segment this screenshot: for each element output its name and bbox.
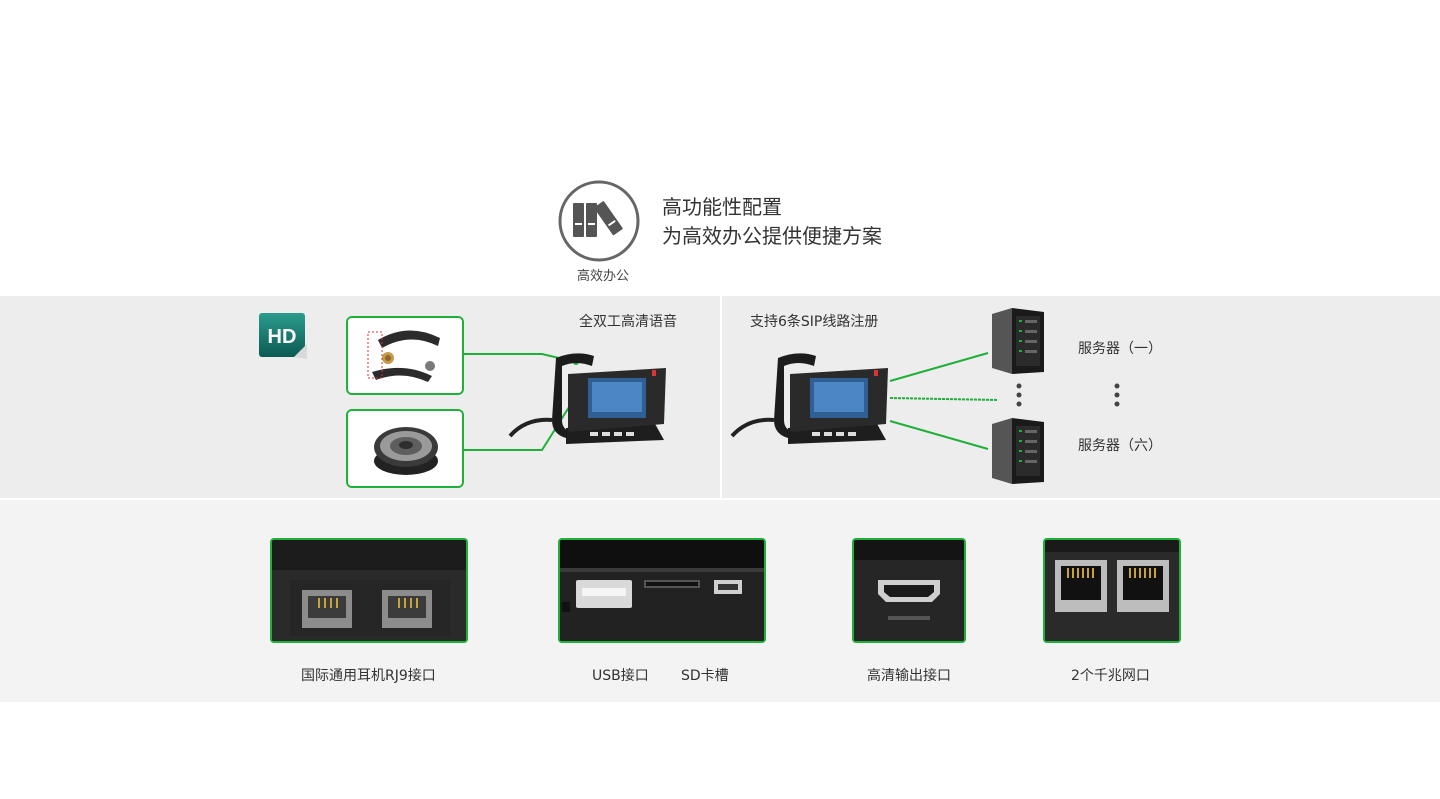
server-rack-icon xyxy=(988,418,1046,486)
handset-detail-frame xyxy=(346,316,464,395)
sip-connector-lines xyxy=(889,352,999,450)
rj9-port-photo xyxy=(270,538,468,643)
ellipsis-icon xyxy=(1114,383,1120,407)
handset-exploded-icon xyxy=(348,318,462,393)
hd-badge: HD xyxy=(258,312,308,360)
feature-icon-label: 高效办公 xyxy=(576,269,629,284)
server-rack-icon xyxy=(988,308,1046,376)
speaker-icon xyxy=(348,411,462,486)
lan-port-caption: 2个千兆网口 xyxy=(1071,668,1150,684)
sip-title: 支持6条SIP线路注册 xyxy=(750,314,879,330)
usb-sd-port-photo xyxy=(558,538,766,643)
rj9-port-caption: 国际通用耳机RJ9接口 xyxy=(301,668,436,684)
ip-phone-image xyxy=(506,348,670,448)
hd-badge-text: HD xyxy=(268,326,297,348)
server-first-label: 服务器（一） xyxy=(1078,341,1162,357)
gigabit-lan-port-photo xyxy=(1043,538,1181,643)
headline-secondary: 为高效办公提供便捷方案 xyxy=(662,224,882,248)
band-divider xyxy=(720,296,722,498)
headline-primary: 高功能性配置 xyxy=(662,195,782,219)
server-last-label: 服务器（六） xyxy=(1078,438,1162,454)
ip-phone-image-sip xyxy=(728,348,892,448)
hdmi-port-caption: 高清输出接口 xyxy=(867,668,951,684)
speaker-detail-frame xyxy=(346,409,464,488)
ellipsis-icon xyxy=(1016,383,1022,407)
usb-port-caption: USB接口 xyxy=(592,668,649,684)
office-binders-icon xyxy=(557,179,641,263)
voice-title: 全双工高清语音 xyxy=(579,314,677,330)
hdmi-port-photo xyxy=(852,538,966,643)
sd-slot-caption: SD卡槽 xyxy=(681,668,729,684)
